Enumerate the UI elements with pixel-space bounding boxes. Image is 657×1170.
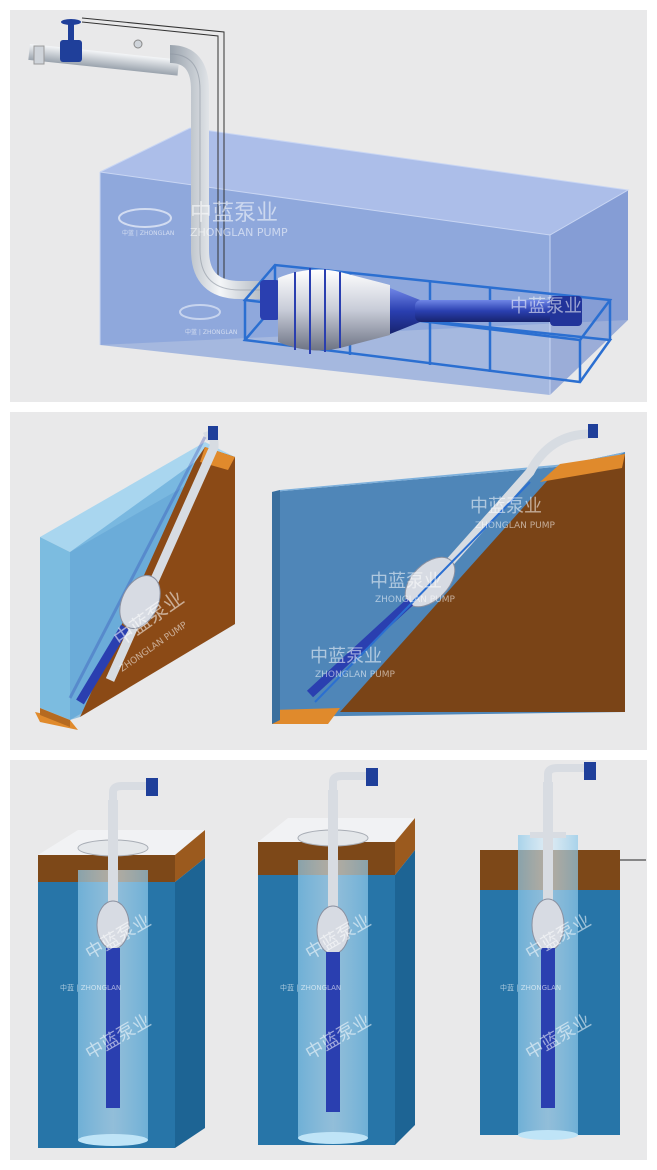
watermark-brand-en: ZHONGLAN PUMP [190,226,288,239]
gate-valve-icon [33,19,82,65]
watermark-brand-cn-4: 中蓝泵业 [470,496,542,517]
panel-vertical-well-installation: 中蓝泵业 中蓝泵业 中蓝泵业 中蓝泵业 中蓝泵业 中蓝泵业 中蓝 | ZHONG… [10,760,647,1160]
power-cable [81,17,225,292]
watermark-brand-cn: 中蓝泵业 [190,201,278,226]
inclined-pump-right [306,424,598,703]
pressure-gauge-icon [133,39,143,49]
horizontal-installation-illustration: 中蓝泵业 ZHONGLAN PUMP 中蓝 | ZHONGLAN 中蓝 | ZH… [28,17,630,395]
watermark-small-label-2: 中蓝 | ZHONGLAN [185,328,237,336]
inclined-installation-illustration: 中蓝泵业 ZHONGLAN PUMP 中蓝泵业 ZHONGLAN PUMP 中蓝… [35,424,625,730]
vertical-well-illustration: 中蓝泵业 中蓝泵业 中蓝泵业 中蓝泵业 中蓝泵业 中蓝泵业 中蓝 | ZHONG… [38,762,646,1148]
watermark-small-label-4: 中蓝 | ZHONGLAN [280,983,341,992]
watermark-brand-en-4: ZHONGLAN PUMP [475,521,555,531]
brand-watermark: 中蓝泵业 ZHONGLAN PUMP 中蓝泵业 ZHONGLAN PUMP 中蓝… [310,496,555,680]
well-2 [258,768,415,1145]
well-1 [38,778,205,1148]
watermark-brand-en-6: ZHONGLAN PUMP [315,670,395,680]
well-3 [480,762,646,1140]
watermark-small-label-5: 中蓝 | ZHONGLAN [500,983,561,992]
watermark-small-label: 中蓝 | ZHONGLAN [122,229,174,237]
watermark-brand-en-5: ZHONGLAN PUMP [375,595,455,605]
panel-inclined-installation: 中蓝泵业 ZHONGLAN PUMP 中蓝泵业 ZHONGLAN PUMP 中蓝… [10,412,647,750]
inclined-pump-left [68,426,219,705]
panel-horizontal-installation: 中蓝泵业 ZHONGLAN PUMP 中蓝 | ZHONGLAN 中蓝 | ZH… [10,10,647,402]
brand-watermark: 中蓝泵业 ZHONGLAN PUMP 中蓝 | ZHONGLAN 中蓝 | ZH… [118,201,582,336]
watermark-brand-cn-2: 中蓝泵业 [510,296,582,317]
watermark-brand-cn-5: 中蓝泵业 [370,571,442,592]
watermark-brand-cn-6: 中蓝泵业 [310,646,382,667]
watermark-small-label-3: 中蓝 | ZHONGLAN [60,983,121,992]
submersible-pump [260,268,582,354]
